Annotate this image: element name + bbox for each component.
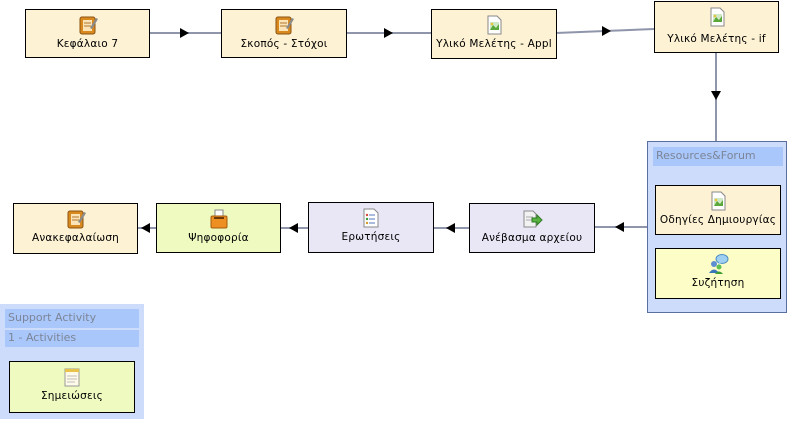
arrowhead-vote-summary xyxy=(141,223,150,233)
group-title: Resources&Forum xyxy=(653,147,783,166)
activity-label: Υλικό Μελέτης - if xyxy=(667,33,766,45)
activity-upload[interactable]: Ανέβασμα αρχείου xyxy=(469,203,595,253)
activity-label: Ερωτήσεις xyxy=(341,231,401,243)
notepad-icon xyxy=(273,14,295,36)
optional-group-resources-forum[interactable]: Resources&Forum Οδηγίες Δημιουργίας Συζή… xyxy=(647,141,787,313)
notepad-icon xyxy=(65,208,87,230)
activity-label: Κεφάλαιο 7 xyxy=(56,38,119,50)
activity-label: Σημειώσεις xyxy=(40,390,104,402)
activity-label: Οδηγίες Δημιουργίας xyxy=(659,214,777,226)
activity-summary[interactable]: Ανακεφαλαίωση xyxy=(13,203,138,254)
ballot-box-icon xyxy=(208,208,230,230)
notes-icon xyxy=(61,366,83,388)
arrowhead-questions-vote xyxy=(289,223,298,233)
activity-study-appl[interactable]: Υλικό Μελέτης - Appl xyxy=(431,9,557,59)
activity-discussion[interactable]: Συζήτηση xyxy=(655,248,781,299)
arrowhead-study-if-resources xyxy=(711,91,721,100)
activity-label: Συζήτηση xyxy=(691,277,745,289)
arrowhead-upload-questions xyxy=(446,223,455,233)
arrowhead-resources-upload xyxy=(615,222,624,232)
activity-study-if[interactable]: Υλικό Μελέτης - if xyxy=(654,1,779,53)
activity-goals[interactable]: Σκοπός - Στόχοι xyxy=(221,9,347,58)
activity-label: Ανέβασμα αρχείου xyxy=(481,232,583,244)
support-activity-group[interactable]: Support Activity 1 - Activities Σημειώσε… xyxy=(0,304,144,419)
arrowhead-goals-study-appl xyxy=(384,28,393,38)
notepad-icon xyxy=(77,14,99,36)
activity-label: Ανακεφαλαίωση xyxy=(31,232,120,244)
image-document-icon xyxy=(706,6,728,28)
image-document-icon xyxy=(483,14,505,36)
activity-label: Ψηφοφορία xyxy=(188,232,249,244)
file-upload-icon xyxy=(521,208,543,230)
activity-questions[interactable]: Ερωτήσεις xyxy=(308,202,434,253)
activity-label: Σκοπός - Στόχοι xyxy=(240,38,328,50)
checklist-icon xyxy=(360,207,382,229)
activity-label: Υλικό Μελέτης - Appl xyxy=(436,38,552,50)
chat-users-icon xyxy=(707,253,729,275)
activity-guidelines[interactable]: Οδηγίες Δημιουργίας xyxy=(655,185,781,235)
activity-vote[interactable]: Ψηφοφορία xyxy=(156,203,281,253)
activity-notes[interactable]: Σημειώσεις xyxy=(9,361,135,413)
arrowhead-study-appl-study-if xyxy=(602,26,611,36)
image-document-icon xyxy=(707,190,729,212)
group-subtitle: 1 - Activities xyxy=(5,330,139,347)
activity-ch7[interactable]: Κεφάλαιο 7 xyxy=(25,9,150,58)
group-title: Support Activity xyxy=(5,309,139,328)
arrowhead-ch7-goals-fix xyxy=(180,28,189,38)
